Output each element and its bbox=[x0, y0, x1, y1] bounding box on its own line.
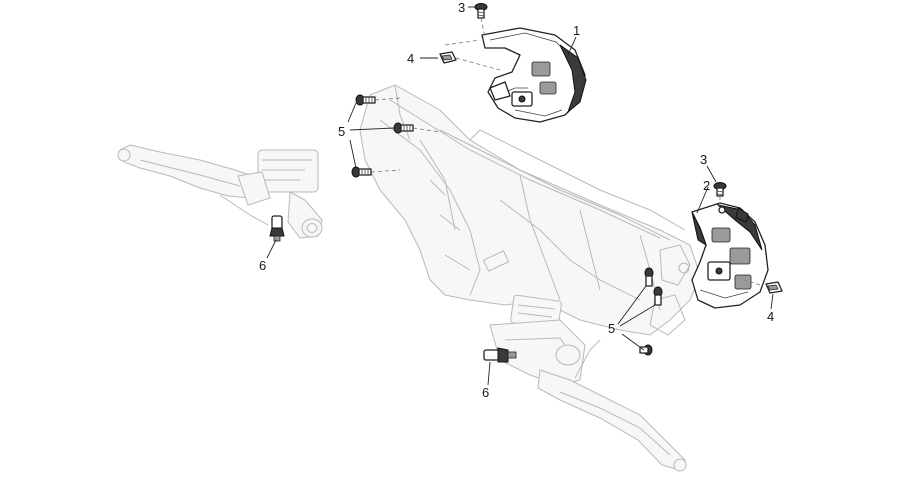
callout-3-top: 3 bbox=[458, 0, 465, 15]
part-5-screw-d bbox=[644, 267, 654, 287]
callout-4-left: 4 bbox=[407, 51, 414, 66]
part-5-screw-e bbox=[653, 286, 663, 306]
part-5-screw-b bbox=[393, 122, 414, 134]
part-5-screw-a bbox=[355, 94, 376, 106]
leader-lines bbox=[266, 6, 774, 386]
callout-2: 2 bbox=[703, 178, 710, 193]
callout-6-right: 6 bbox=[482, 385, 489, 400]
part-6-brake-switch-left bbox=[269, 215, 285, 242]
right-brake-lever-assembly bbox=[489, 294, 687, 472]
callout-4-right: 4 bbox=[767, 309, 774, 324]
handlebar-cover-ghost bbox=[359, 84, 701, 336]
part-3-screw-left bbox=[474, 3, 488, 19]
part-3-screw-right bbox=[713, 182, 727, 197]
callout-3-right: 3 bbox=[700, 152, 707, 167]
callout-5-right: 5 bbox=[608, 321, 615, 336]
part-2-right-switch-housing bbox=[691, 202, 769, 309]
callout-6-left: 6 bbox=[259, 258, 266, 273]
part-6-brake-switch-right bbox=[483, 347, 517, 363]
part-5-screw-c bbox=[351, 166, 372, 178]
part-1-left-switch-housing bbox=[481, 27, 587, 123]
callout-5-left: 5 bbox=[338, 124, 345, 139]
callout-labels: 3 1 4 5 3 2 6 4 5 6 bbox=[259, 0, 774, 400]
part-5-screw-f bbox=[639, 344, 653, 356]
callout-1: 1 bbox=[573, 23, 580, 38]
part-4-nut-right bbox=[765, 281, 783, 294]
left-brake-lever-assembly bbox=[117, 144, 323, 239]
part-4-nut-left bbox=[439, 51, 457, 64]
